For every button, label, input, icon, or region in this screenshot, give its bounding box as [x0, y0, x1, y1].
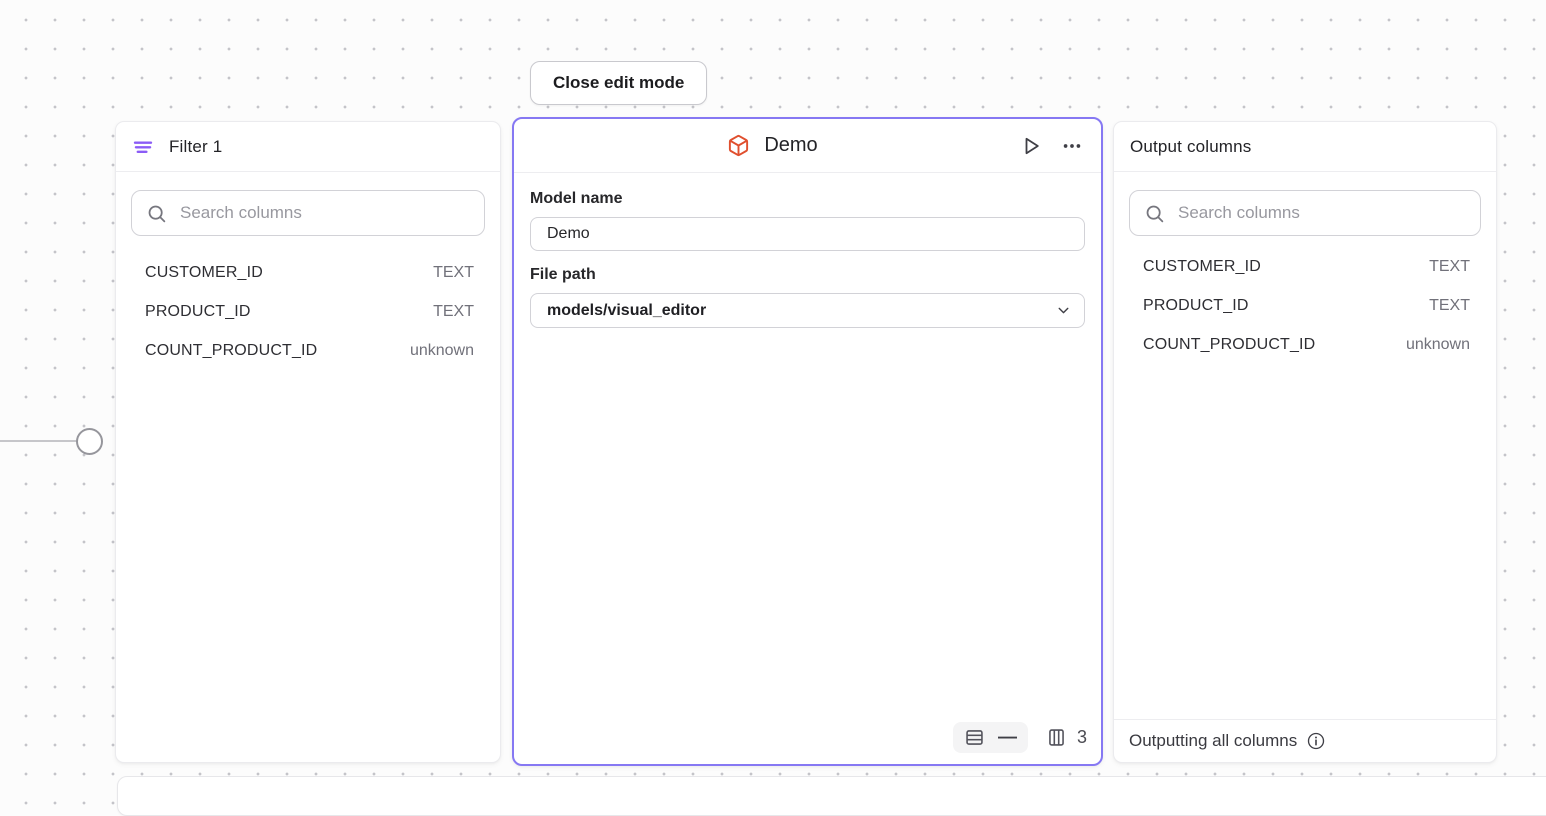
- clipped-bottom-node[interactable]: [117, 776, 1546, 816]
- table-rows-icon: [964, 727, 985, 748]
- file-path-value: models/visual_editor: [547, 301, 707, 319]
- output-search-box[interactable]: [1129, 190, 1481, 236]
- ellipsis-icon: [1061, 135, 1083, 157]
- table-columns-icon: [1046, 727, 1067, 748]
- chevron-down-icon: [1055, 302, 1072, 319]
- play-icon: [1019, 134, 1043, 158]
- output-column-list: CUSTOMER_ID TEXT PRODUCT_ID TEXT COUNT_P…: [1114, 247, 1496, 364]
- model-title-group: Demo: [530, 134, 1015, 157]
- filter-node-title: Filter 1: [169, 136, 223, 156]
- column-row[interactable]: CUSTOMER_ID TEXT: [1130, 247, 1480, 286]
- column-row[interactable]: CUSTOMER_ID TEXT: [132, 253, 484, 292]
- connector-edge: [0, 440, 77, 442]
- column-row[interactable]: PRODUCT_ID TEXT: [132, 292, 484, 331]
- model-node-header: Demo: [514, 119, 1101, 173]
- filter-column-list: CUSTOMER_ID TEXT PRODUCT_ID TEXT COUNT_P…: [116, 253, 500, 370]
- column-name: COUNT_PRODUCT_ID: [145, 341, 318, 359]
- model-name-input[interactable]: [530, 217, 1085, 251]
- column-name: CUSTOMER_ID: [1143, 257, 1261, 275]
- model-node-footer: — 3: [952, 722, 1087, 753]
- column-row[interactable]: COUNT_PRODUCT_ID unknown: [132, 331, 484, 370]
- run-model-button[interactable]: [1015, 130, 1047, 162]
- row-count-toggle[interactable]: —: [952, 722, 1028, 753]
- output-node-footer: Outputting all columns: [1114, 719, 1496, 762]
- file-path-select[interactable]: models/visual_editor: [530, 293, 1085, 328]
- model-header-actions: [1015, 130, 1087, 162]
- connector-handle[interactable]: [76, 428, 103, 455]
- more-options-button[interactable]: [1057, 131, 1087, 161]
- model-node-selected[interactable]: Demo Model name File path: [512, 117, 1103, 766]
- column-type: TEXT: [433, 263, 474, 281]
- file-path-label: File path: [530, 266, 596, 283]
- output-node-header: Output columns: [1114, 122, 1496, 172]
- info-icon[interactable]: [1306, 731, 1326, 751]
- column-type: unknown: [409, 341, 474, 359]
- column-type: TEXT: [433, 302, 474, 320]
- column-type: TEXT: [1429, 257, 1470, 275]
- model-node-body: Model name File path models/visual_edito…: [514, 173, 1101, 328]
- model-cube-icon: [727, 134, 750, 157]
- column-name: CUSTOMER_ID: [145, 263, 263, 281]
- output-search-input[interactable]: [1178, 203, 1466, 223]
- filter-node[interactable]: Filter 1 CUSTOMER_ID TEXT PRODUCT_ID TEX…: [115, 121, 501, 763]
- column-count-toggle[interactable]: 3: [1046, 727, 1087, 748]
- search-icon: [146, 203, 167, 224]
- column-row[interactable]: COUNT_PRODUCT_ID unknown: [1130, 325, 1480, 364]
- close-edit-mode-button[interactable]: Close edit mode: [530, 61, 708, 105]
- column-type: unknown: [1405, 335, 1470, 353]
- filter-search-input[interactable]: [180, 203, 470, 223]
- output-node-title: Output columns: [1130, 136, 1252, 156]
- column-row[interactable]: PRODUCT_ID TEXT: [1130, 286, 1480, 325]
- column-name: COUNT_PRODUCT_ID: [1143, 335, 1316, 353]
- outputting-all-columns-text: Outputting all columns: [1129, 731, 1298, 750]
- filter-node-header: Filter 1: [116, 122, 500, 172]
- column-name: PRODUCT_ID: [1143, 296, 1249, 314]
- row-count-value: —: [997, 727, 1017, 748]
- model-node-title: Demo: [764, 134, 818, 156]
- search-icon: [1144, 203, 1165, 224]
- model-name-label: Model name: [530, 190, 623, 207]
- filter-lines-icon: [132, 136, 154, 158]
- column-type: TEXT: [1429, 296, 1470, 314]
- filter-search-box[interactable]: [131, 190, 485, 236]
- column-name: PRODUCT_ID: [145, 302, 251, 320]
- output-columns-node[interactable]: Output columns CUSTOMER_ID TEXT PRODUCT_…: [1113, 121, 1497, 763]
- column-count-value: 3: [1076, 727, 1087, 747]
